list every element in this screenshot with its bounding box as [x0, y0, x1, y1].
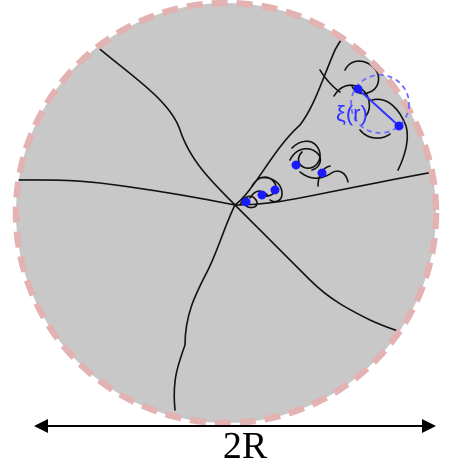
curve-right [234, 169, 436, 206]
points-group [241, 84, 404, 207]
cluster-mid-1 [289, 147, 322, 171]
diameter-arrow [34, 419, 436, 433]
curve-lower-right [234, 204, 411, 336]
point [291, 160, 301, 170]
cluster-large-5 [319, 69, 341, 93]
correlation-segment [357, 88, 400, 127]
curve-lower-left [173, 204, 236, 411]
cluster-large-4 [359, 129, 391, 139]
cluster-large-2 [371, 98, 409, 171]
curve-upper-left [94, 44, 236, 206]
disk-boundary [12, 0, 440, 427]
curves-group [16, 4, 436, 411]
point [353, 84, 363, 94]
point [394, 121, 404, 131]
diameter-label: 2R [223, 425, 268, 467]
arrow-head-left [34, 419, 48, 433]
point [257, 190, 267, 200]
cluster-small-4 [249, 190, 269, 199]
point [270, 185, 280, 195]
arrow-head-right [422, 419, 436, 433]
point [317, 168, 327, 178]
disk [16, 3, 436, 423]
cluster-mid-2 [299, 170, 349, 183]
point [241, 197, 251, 207]
cluster-small-2 [251, 176, 277, 198]
correlation-length-label: ξ(r) [336, 101, 368, 126]
correlation-circle [350, 74, 410, 134]
curve-left [16, 179, 236, 206]
cluster-small-3 [259, 176, 283, 203]
